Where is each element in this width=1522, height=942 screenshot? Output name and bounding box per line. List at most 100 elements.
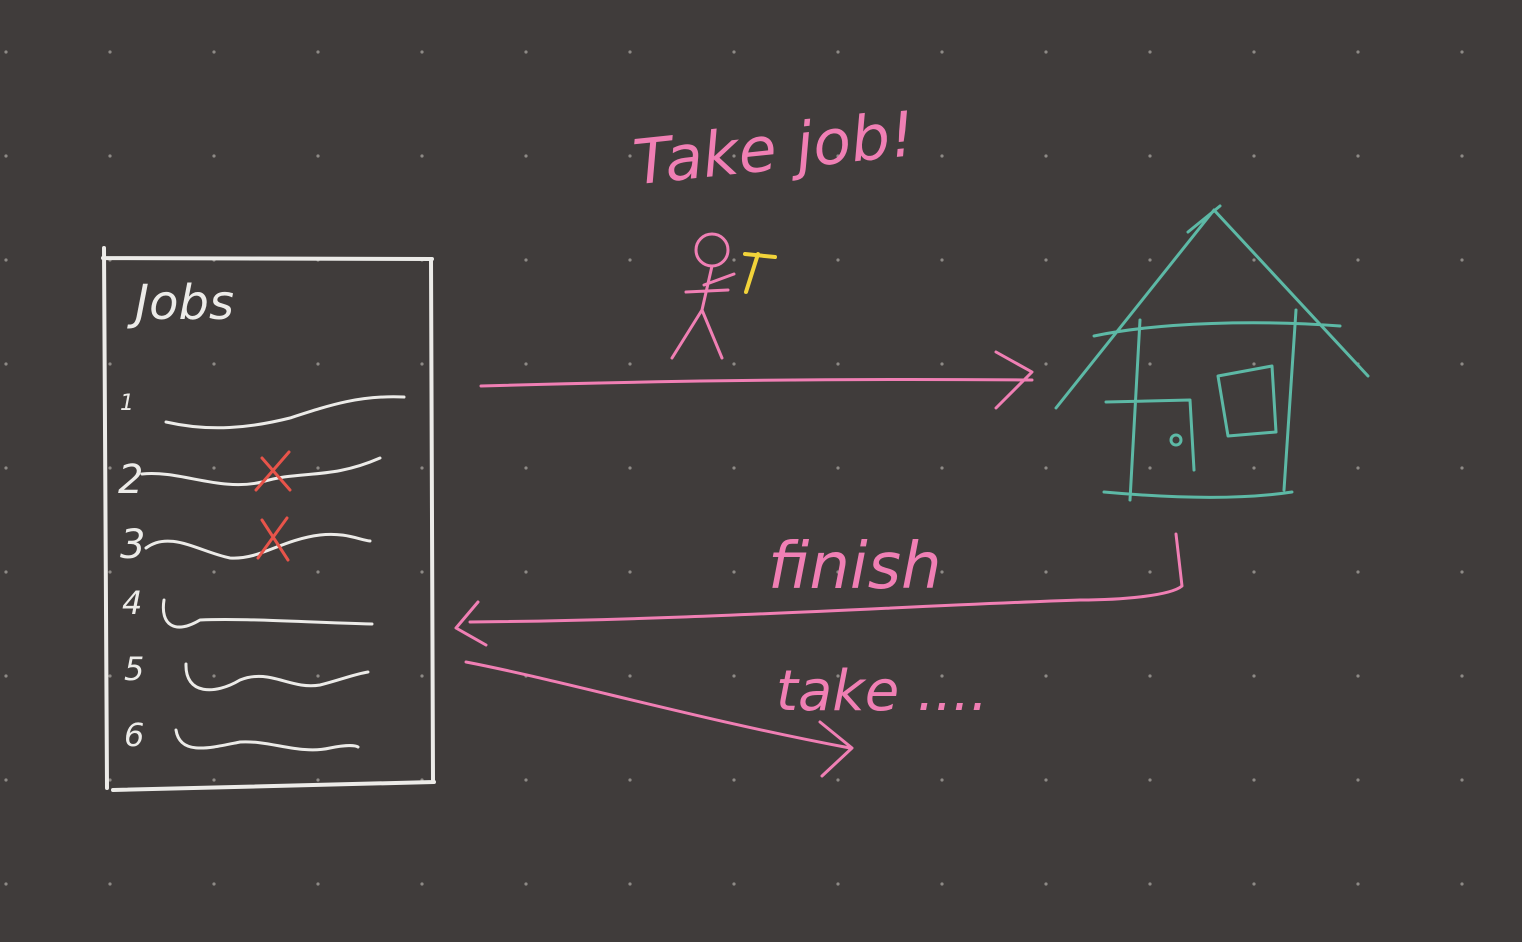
grid-dot <box>836 466 840 470</box>
grid-dot <box>628 362 632 366</box>
grid-dot <box>316 882 320 886</box>
house-icon <box>1054 204 1370 502</box>
grid-dot <box>1356 258 1360 262</box>
grid-dot <box>524 570 528 574</box>
grid-dot <box>1252 778 1256 782</box>
grid-dot <box>420 570 424 574</box>
grid-dot <box>108 778 112 782</box>
grid-dot <box>732 154 736 158</box>
grid-dot <box>1460 362 1464 366</box>
grid-dot <box>1460 882 1464 886</box>
grid-dot <box>212 50 216 54</box>
grid-dot <box>316 154 320 158</box>
grid-dot <box>420 154 424 158</box>
grid-dot <box>524 50 528 54</box>
stick-figure-icon <box>670 232 736 360</box>
grid-dot <box>1044 882 1048 886</box>
job-item: 4 <box>122 584 374 629</box>
take-again-label: take .... <box>776 659 988 724</box>
job-number: 6 <box>124 716 144 754</box>
grid-dot <box>1044 778 1048 782</box>
grid-dot <box>1252 570 1256 574</box>
grid-dot <box>524 362 528 366</box>
grid-dot <box>108 50 112 54</box>
grid-dot <box>4 882 8 886</box>
grid-dot <box>316 674 320 678</box>
grid-dot <box>628 50 632 54</box>
grid-dot <box>1356 50 1360 54</box>
grid-dot <box>316 778 320 782</box>
take-again-flow: take .... <box>464 659 988 778</box>
grid-dot <box>836 674 840 678</box>
grid-dot <box>1252 50 1256 54</box>
grid-dot <box>1356 882 1360 886</box>
grid-dot <box>212 674 216 678</box>
grid-dot <box>1148 882 1152 886</box>
jobs-title: Jobs <box>127 275 234 331</box>
grid-dot <box>212 570 216 574</box>
job-item: 5 <box>124 650 370 692</box>
grid-dot <box>940 50 944 54</box>
grid-dot <box>108 466 112 470</box>
job-item: 2 <box>118 450 382 503</box>
grid-dot <box>836 50 840 54</box>
grid-dot <box>628 258 632 262</box>
grid-dot <box>4 258 8 262</box>
grid-dot <box>1044 50 1048 54</box>
grid-dot <box>1356 674 1360 678</box>
jobs-panel: Jobs 1 2 3 4 5 <box>101 246 436 792</box>
hammer-icon <box>743 252 777 294</box>
take-job-arrow <box>479 350 1034 410</box>
grid-dot <box>732 466 736 470</box>
take-job-label: Take job! <box>630 97 919 199</box>
grid-dot <box>108 154 112 158</box>
grid-dot <box>1044 362 1048 366</box>
grid-dot <box>1148 258 1152 262</box>
job-scribble <box>174 728 360 752</box>
grid-dot <box>1252 154 1256 158</box>
grid-dot <box>316 466 320 470</box>
grid-dot <box>732 778 736 782</box>
job-item: 1 <box>120 391 406 430</box>
jobs-panel-frame <box>101 246 436 792</box>
grid-dot <box>4 778 8 782</box>
grid-dot <box>1460 258 1464 262</box>
grid-dot <box>940 674 944 678</box>
grid-dot <box>836 570 840 574</box>
grid-dot <box>1044 154 1048 158</box>
grid-dot <box>732 362 736 366</box>
grid-dot <box>4 570 8 574</box>
grid-dot <box>1460 466 1464 470</box>
take-again-arrow <box>464 660 854 778</box>
grid-dot <box>4 154 8 158</box>
grid-dot <box>1044 674 1048 678</box>
grid-dot <box>732 570 736 574</box>
job-number: 3 <box>120 522 145 568</box>
grid-dot <box>628 154 632 158</box>
grid-dot <box>1356 570 1360 574</box>
grid-dot <box>1460 50 1464 54</box>
grid-dot <box>420 466 424 470</box>
grid-dot <box>4 674 8 678</box>
job-number: 1 <box>120 391 134 416</box>
grid-dot <box>732 50 736 54</box>
grid-dot <box>524 778 528 782</box>
grid-dot <box>1460 674 1464 678</box>
grid-dot <box>108 362 112 366</box>
grid-dot <box>1148 362 1152 366</box>
grid-dot <box>212 882 216 886</box>
grid-dot <box>940 466 944 470</box>
grid-dot <box>732 674 736 678</box>
finish-arrow <box>454 532 1184 647</box>
grid-dot <box>212 154 216 158</box>
grid-dot <box>316 570 320 574</box>
finish-flow: finish <box>454 530 1184 647</box>
grid-dot <box>1148 778 1152 782</box>
grid-dot <box>1044 570 1048 574</box>
grid-dot <box>1044 466 1048 470</box>
job-number: 5 <box>124 650 144 688</box>
job-scribble <box>184 662 370 692</box>
grid-dot <box>316 362 320 366</box>
grid-dot <box>1252 362 1256 366</box>
